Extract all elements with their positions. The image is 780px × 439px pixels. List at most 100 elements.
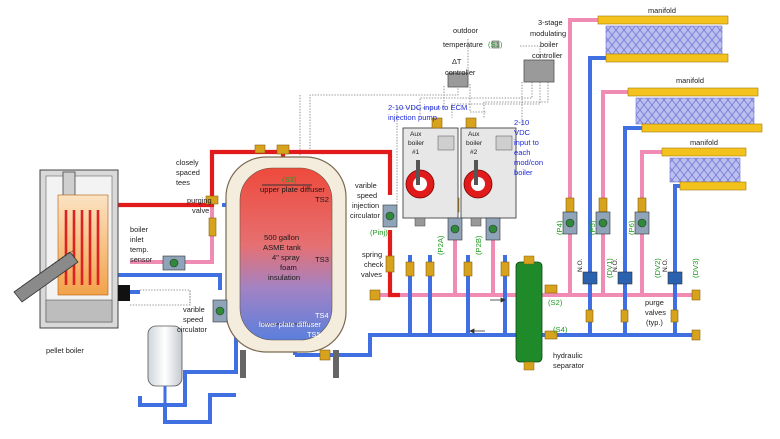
label-injection-2: speed	[357, 191, 377, 200]
label-closely-3: tees	[176, 178, 190, 187]
label-closely-2: spaced	[176, 168, 200, 177]
label-purge-2: valves	[645, 308, 666, 317]
label-closely-1: closely	[176, 158, 199, 167]
label-dt-2: controller	[445, 68, 476, 77]
label-tank-2: ASME tank	[263, 243, 301, 252]
label-ts4: TS4	[315, 311, 329, 320]
label-vdc-each-5: mod/con	[514, 158, 543, 167]
label-spring-1: spring	[362, 250, 382, 259]
label-upper-diffuser: upper plate diffuser	[260, 185, 325, 194]
diagram-labels: manifold manifold manifold outdoor tempe…	[46, 6, 718, 370]
flow-arrows	[469, 297, 506, 334]
control-wiring	[130, 39, 549, 306]
circulator-p2a	[447, 217, 463, 241]
label-no2: N.O.	[612, 258, 619, 272]
label-hydraulic-2: separator	[553, 361, 585, 370]
aux-boiler-2	[460, 127, 517, 227]
label-aux1-2: boiler	[408, 140, 425, 147]
label-dt-1: ΔT	[452, 57, 462, 66]
label-lower-diffuser: lower plate diffuser	[259, 320, 321, 329]
label-boiler-inlet-4: sensor	[130, 255, 153, 264]
dt-controller-box	[447, 72, 469, 88]
hydraulic-separator	[515, 255, 543, 371]
label-injection-4: circulator	[350, 211, 381, 220]
label-spring-3: valves	[361, 270, 382, 279]
label-vdc-ecm-2: injection pump	[388, 113, 437, 122]
manifold-mid	[627, 87, 763, 133]
label-p5: (P5)	[588, 220, 597, 235]
storage-tank	[225, 156, 347, 378]
label-tank-3: 4" spray	[272, 253, 300, 262]
label-dv2: (DV2)	[653, 258, 662, 278]
label-aux2-3: #2	[470, 149, 478, 156]
label-dv1: (DV1)	[605, 258, 614, 278]
label-ts5: TS5	[307, 330, 321, 339]
label-outdoor-1: outdoor	[453, 26, 479, 35]
label-vdc-each-6: boiler	[514, 168, 533, 177]
label-aux1-3: #1	[412, 149, 420, 156]
label-controller3-3: boiler	[540, 40, 559, 49]
label-aux2-1: Aux	[468, 131, 480, 138]
label-s2: (S2)	[548, 298, 563, 307]
circulator-p4	[562, 211, 578, 235]
label-p4: (P4)	[555, 220, 564, 235]
outdoor-sensor	[491, 40, 500, 49]
label-vdc-ecm-1: 2-10 VDC input to ECM	[388, 103, 467, 112]
label-p2a: (P2A)	[436, 235, 445, 255]
circulator-p6	[634, 211, 650, 235]
label-injection-1: varible	[355, 181, 377, 190]
label-boiler-inlet-2: inlet	[130, 235, 144, 244]
label-varible-speed-circ-3: circulator	[177, 325, 208, 334]
manifold-low	[661, 147, 747, 191]
label-p2b: (P2B)	[474, 235, 483, 255]
label-no1: N.O.	[577, 258, 584, 272]
boiler-controller-box	[523, 59, 555, 83]
label-vdc-each-4: each	[514, 148, 530, 157]
label-controller3-1: 3-stage	[538, 18, 563, 27]
label-manifold-top: manifold	[648, 6, 676, 15]
label-s3-top: (S3)	[282, 175, 297, 184]
label-purging-2: valve	[192, 206, 209, 215]
circulator-injection	[382, 204, 398, 228]
circulators	[162, 204, 650, 323]
expansion-tank	[147, 325, 183, 405]
aux-boiler-1	[402, 117, 459, 227]
label-vdc-each-3: input to	[514, 138, 539, 147]
label-controller3-2: modulating	[530, 29, 566, 38]
label-ts2: TS2	[315, 195, 329, 204]
circulator-boiler-loop	[162, 255, 186, 271]
label-purge-3: (typ.)	[646, 318, 663, 327]
label-vdc-each-1: 2-10	[514, 118, 529, 127]
label-vdc-each-2: VDC	[514, 128, 531, 137]
circulator-p2b	[485, 217, 501, 241]
label-aux1-1: Aux	[410, 131, 422, 138]
label-aux2-2: boiler	[466, 140, 483, 147]
label-tank-1: 500 gallon	[264, 233, 299, 242]
label-manifold-low: manifold	[690, 138, 718, 147]
label-pinj: (Pinj)	[370, 228, 388, 237]
label-purge-1: purge	[645, 298, 664, 307]
circulator-p5	[595, 211, 611, 235]
label-varible-speed-circ-2: speed	[183, 315, 203, 324]
label-tank-5: insulation	[268, 273, 300, 282]
label-controller3-4: controller	[532, 51, 563, 60]
label-injection-3: injection	[352, 201, 379, 210]
label-manifold-mid: manifold	[676, 76, 704, 85]
label-hydraulic-1: hydraulic	[553, 351, 583, 360]
label-p6: (P6)	[627, 220, 636, 235]
label-pellet-boiler: pellet boiler	[46, 346, 84, 355]
label-tank-4: foam	[280, 263, 297, 272]
label-varible-speed-circ-1: varible	[183, 305, 205, 314]
label-purging-1: purging	[187, 196, 212, 205]
label-spring-2: check	[364, 260, 384, 269]
label-no3: N.O.	[662, 258, 669, 272]
circulator-varible-speed	[212, 299, 228, 323]
label-dv3: (DV3)	[691, 258, 700, 278]
label-ts3: TS3	[315, 255, 329, 264]
label-outdoor-2: temperature	[443, 40, 483, 49]
label-boiler-inlet-1: boiler	[130, 225, 149, 234]
label-boiler-inlet-3: temp.	[130, 245, 148, 254]
label-s4: (S4)	[553, 325, 568, 334]
pellet-boiler	[13, 169, 130, 329]
